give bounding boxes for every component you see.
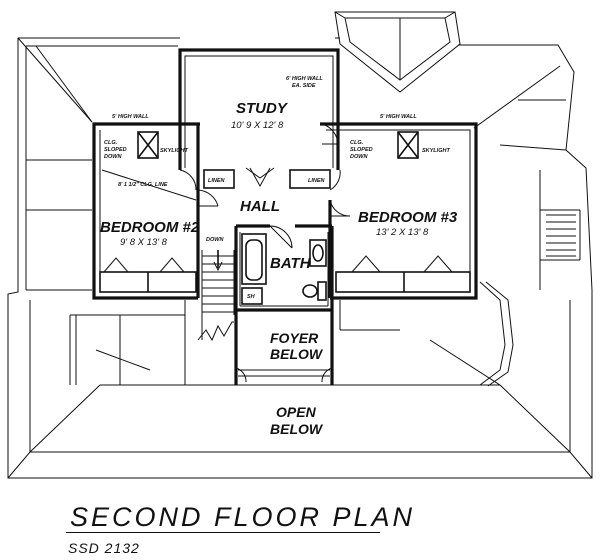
foyer-line1: FOYER	[270, 330, 319, 346]
toilet	[302, 281, 327, 301]
staircase	[197, 250, 235, 342]
skylight-left	[137, 131, 159, 159]
ceiling-line-label: 8' 1 1/2" CLG. LINE	[118, 182, 168, 188]
skylight-right-label: SKYLIGHT	[422, 148, 450, 154]
ceiling-line	[101, 169, 197, 201]
clg-left-3: DOWN	[104, 154, 122, 160]
title-underline	[66, 532, 380, 533]
clg-right-3: DOWN	[350, 154, 368, 160]
foyer-line2: BELOW	[270, 346, 324, 362]
down-label: DOWN	[206, 237, 224, 243]
closets	[99, 169, 471, 293]
plan-code: SSD 2132	[68, 540, 140, 556]
roof-outline	[7, 37, 593, 479]
study-name: STUDY	[236, 100, 289, 117]
linen-right-label: LINEN	[308, 178, 326, 184]
study-wall-note-1: 6' HIGH WALL	[286, 76, 323, 82]
open-line2: BELOW	[270, 421, 324, 437]
clg-left-1: CLG.	[104, 140, 118, 146]
bath-name: BATH	[270, 255, 312, 272]
clg-right-2: SLOPED	[350, 147, 373, 153]
wall-note-left: 5' HIGH WALL	[112, 114, 149, 120]
study-wall-note-2: EA. SIDE	[292, 83, 316, 89]
hall-name: HALL	[240, 198, 280, 215]
study-dims: 10' 9 X 12' 8	[231, 120, 284, 131]
labels: STUDY 10' 9 X 12' 8 BEDROOM #2 9' 8 X 13…	[100, 76, 458, 437]
bedroom2-name: BEDROOM #2	[100, 219, 200, 236]
plan-title: SECOND FLOOR PLAN	[70, 502, 416, 532]
roof-dormer	[334, 11, 461, 93]
open-line1: OPEN	[276, 404, 317, 420]
linen-left-label: LINEN	[208, 178, 226, 184]
clg-left-2: SLOPED	[104, 147, 127, 153]
door-swings	[103, 123, 453, 383]
floor-plan-drawing: STUDY 10' 9 X 12' 8 BEDROOM #2 9' 8 X 13…	[7, 11, 593, 479]
bedroom3-name: BEDROOM #3	[358, 209, 458, 226]
shower	[241, 287, 263, 305]
wall-note-right: 5' HIGH WALL	[380, 114, 417, 120]
walls	[92, 48, 478, 385]
bathtub	[241, 233, 267, 285]
skylight-left-label: SKYLIGHT	[160, 148, 188, 154]
shower-label: SH	[247, 294, 256, 300]
clg-right-1: CLG.	[350, 140, 364, 146]
bedroom2-dims: 9' 8 X 13' 8	[120, 237, 168, 248]
bedroom3-dims: 13' 2 X 13' 8	[376, 227, 429, 238]
sink	[309, 239, 327, 267]
skylight-right	[397, 131, 419, 159]
